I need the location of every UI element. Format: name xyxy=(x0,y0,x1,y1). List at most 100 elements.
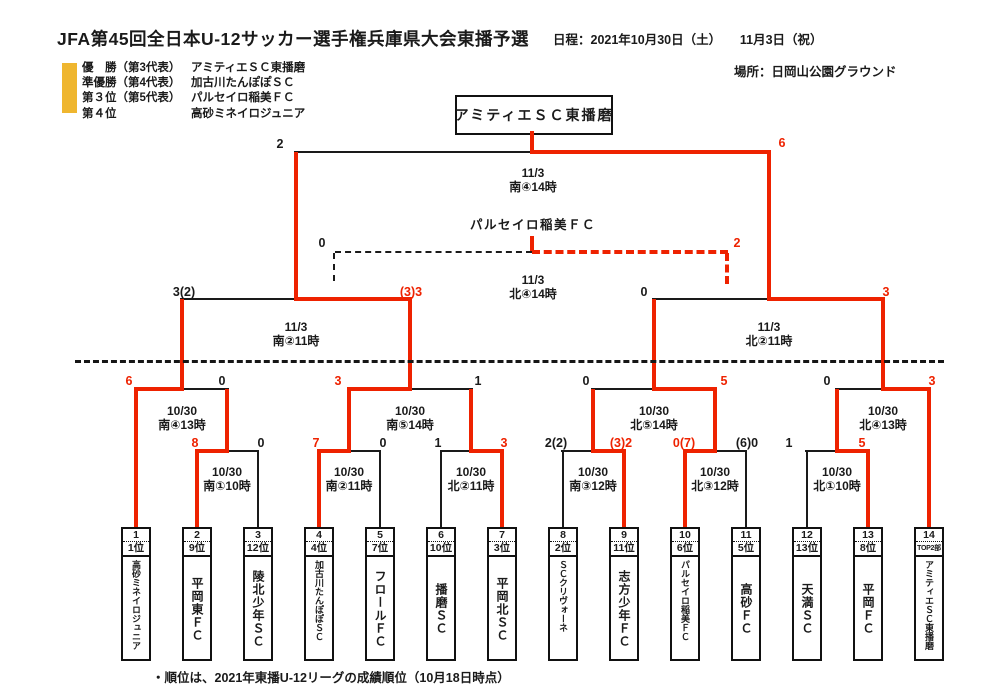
match-score: 5 xyxy=(858,436,866,450)
team-league-rank: 4位 xyxy=(306,542,332,557)
match-venue: 南④13時 xyxy=(158,417,206,432)
legend-row: 第３位（第5代表）パルセイロ稲美ＦＣ xyxy=(82,91,305,106)
match-date: 10/30 xyxy=(455,465,487,479)
match-venue: 南④14時 xyxy=(509,179,557,194)
match-venue: 南①10時 xyxy=(203,478,251,493)
bracket-line xyxy=(745,451,747,527)
team-league-rank: 11位 xyxy=(611,542,637,557)
match-date: 10/30 xyxy=(211,465,243,479)
team-box-11: 11 5位 高砂ＦＣ xyxy=(731,527,761,661)
match-venue: 南⑤14時 xyxy=(386,417,434,432)
match-venue: 南②11時 xyxy=(325,478,373,493)
winner-line xyxy=(622,451,626,527)
winner-line xyxy=(469,389,473,451)
winner-line xyxy=(408,299,412,389)
match-venue: 北④13時 xyxy=(859,417,907,432)
team-league-rank: 2位 xyxy=(550,542,576,557)
winner-line xyxy=(591,449,626,453)
winner-line xyxy=(134,387,184,391)
legend-row: 第４位高砂ミネイロジュニア xyxy=(82,107,305,122)
winner-line xyxy=(134,389,138,527)
bracket-line xyxy=(227,450,259,452)
match-score: 0 xyxy=(582,374,590,388)
team-seed-number: 6 xyxy=(428,529,454,542)
team-league-rank: 6位 xyxy=(672,542,698,557)
team-seed-number: 1 xyxy=(123,529,149,542)
legend-row: 準優勝（第4代表）加古川たんぽぽＳＣ xyxy=(82,76,305,91)
match-label-r1d: 10/30 南③12時 xyxy=(569,465,617,493)
match-label-qf2: 10/30 南⑤14時 xyxy=(386,404,434,432)
team-league-rank: 10位 xyxy=(428,542,454,557)
match-score: 0 xyxy=(823,374,831,388)
bracket-line xyxy=(410,388,473,390)
team-name: アミティエＳＣ東播磨 xyxy=(924,560,934,650)
champion-box: アミティエＳＣ東播磨 xyxy=(455,95,613,135)
legend-team: パルセイロ稲美ＦＣ xyxy=(191,92,295,105)
match-score: 0 xyxy=(218,374,226,388)
winner-line xyxy=(591,389,595,451)
winner-line xyxy=(294,297,412,301)
bracket-line xyxy=(562,451,564,527)
team-seed-number: 2 xyxy=(184,529,210,542)
match-date: 10/30 xyxy=(638,404,670,418)
legend-rank: 準優勝（第4代表） xyxy=(82,77,181,90)
team-name: 志方少年ＦＣ xyxy=(617,570,631,648)
team-box-10: 10 6位 パルセイロ稲美ＦＣ xyxy=(670,527,700,661)
match-date: 10/30 xyxy=(394,404,426,418)
match-label-r1b: 10/30 南②11時 xyxy=(325,465,373,493)
winner-line xyxy=(347,389,351,451)
team-box-6: 6 10位 播磨ＳＣ xyxy=(426,527,456,661)
winner-line xyxy=(500,451,504,527)
team-name: 高砂ミネイロジュニア xyxy=(131,560,141,650)
team-name: 平岡ＦＣ xyxy=(861,583,875,635)
bracket-line xyxy=(440,451,442,527)
match-score: 7 xyxy=(312,436,320,450)
match-score: 3(2) xyxy=(172,285,196,299)
match-date: 10/30 xyxy=(577,465,609,479)
team-box-4: 4 4位 加古川たんぽぽＳＣ xyxy=(304,527,334,661)
winner-line xyxy=(881,299,885,389)
bracket-separator-line xyxy=(75,360,944,363)
match-date: 11/3 xyxy=(757,320,781,334)
match-label-r1f: 10/30 北①10時 xyxy=(813,465,861,493)
match-score: 0 xyxy=(318,236,326,250)
winner-line xyxy=(530,150,771,154)
team-box-14: 14 TOP2部 アミティエＳＣ東播磨 xyxy=(914,527,944,661)
bracket-line xyxy=(182,388,229,390)
match-score: 1 xyxy=(785,436,793,450)
team-box-7: 7 3位 平岡北ＳＣ xyxy=(487,527,517,661)
bracket-line xyxy=(257,451,259,527)
match-score: 2(2) xyxy=(544,436,568,450)
match-label-r1e: 10/30 北③12時 xyxy=(691,465,739,493)
winner-line xyxy=(652,387,717,391)
match-venue: 北③12時 xyxy=(691,478,739,493)
match-date: 10/30 xyxy=(166,404,198,418)
team-seed-number: 3 xyxy=(245,529,271,542)
schedule-text: 日程：2021年10月30日（土） 11月3日（祝） xyxy=(553,33,823,47)
third-place-line xyxy=(333,253,335,281)
team-seed-number: 11 xyxy=(733,529,759,542)
match-date: 11/3 xyxy=(284,320,308,334)
winner-line xyxy=(317,449,351,453)
match-venue: 南②11時 xyxy=(272,333,320,348)
bracket-line xyxy=(349,450,381,452)
team-seed-number: 10 xyxy=(672,529,698,542)
team-league-rank: 5位 xyxy=(733,542,759,557)
match-score: 5 xyxy=(720,374,728,388)
match-score: 3 xyxy=(928,374,936,388)
winner-line xyxy=(180,299,184,389)
winner-line xyxy=(225,389,229,451)
winner-line xyxy=(835,389,839,451)
champion-stub-line xyxy=(530,131,534,152)
third-place-winner-line xyxy=(532,250,728,254)
team-name: フロールＦＣ xyxy=(373,570,387,648)
team-box-5: 5 7位 フロールＦＣ xyxy=(365,527,395,661)
match-date: 11/3 xyxy=(521,166,545,180)
footnote: ・順位は、2021年東播U-12リーグの成績順位（10月18日時点） xyxy=(152,671,510,685)
match-label-third: 11/3 北④14時 xyxy=(509,273,557,301)
legend-team: 高砂ミネイロジュニア xyxy=(191,107,306,120)
match-venue: 北②11時 xyxy=(745,333,793,348)
team-seed-number: 9 xyxy=(611,529,637,542)
winner-line xyxy=(866,451,870,527)
team-name: パルセイロ稲美ＦＣ xyxy=(680,560,690,641)
